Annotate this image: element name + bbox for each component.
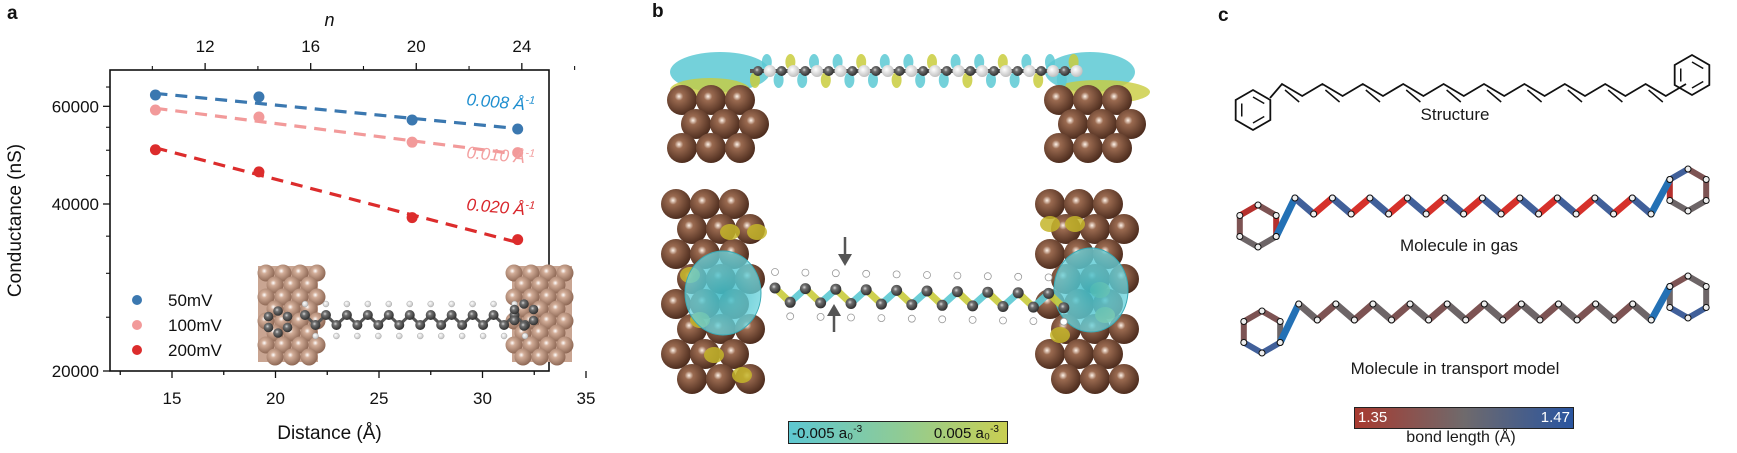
svg-text:30: 30 <box>473 389 492 408</box>
bond-length-diagrams <box>1234 53 1711 357</box>
legend-item: 50mV <box>168 291 213 310</box>
svg-text:25: 25 <box>370 389 389 408</box>
bond-length-colorbar: 1.35 1.47 <box>1354 407 1574 429</box>
plot-data-series: 0.008 Å-1 0.010 Å-1 0.020 Å-1 <box>149 89 536 246</box>
svg-text:0.010 Å-1: 0.010 Å-1 <box>466 142 536 168</box>
plot-legend: 50mV 100mV 200mV <box>132 291 223 360</box>
colorbar-min-label: -0.005 a₀-3 <box>792 424 863 442</box>
data-point <box>512 123 524 135</box>
svg-text:24: 24 <box>512 37 531 56</box>
colorbar-max-label: 0.005 a₀-3 <box>933 424 999 442</box>
data-point <box>253 166 265 178</box>
arrow-up-icon <box>827 304 841 316</box>
svg-text:15: 15 <box>163 389 182 408</box>
panel-label-a: a <box>7 3 18 24</box>
data-point <box>406 136 418 148</box>
caption-molecule-in-gas: Molecule in gas <box>1399 236 1519 255</box>
colorbar-min-label: 1.35 <box>1358 409 1388 426</box>
junction-inset-image <box>257 264 574 366</box>
svg-text:20: 20 <box>407 37 426 56</box>
data-point <box>512 147 524 159</box>
conductance-plot: 15 20 25 30 35 20000 40000 60000 12 16 20 24 0.008 … <box>5 10 595 444</box>
panel-label-c: c <box>1218 5 1229 26</box>
svg-text:20: 20 <box>266 389 285 408</box>
svg-text:0.008 Å-1: 0.008 Å-1 <box>466 89 536 115</box>
svg-text:Conductance (nS): Conductance (nS) <box>5 144 26 297</box>
density-colorbar: -0.005 a₀-3 0.005 a₀-3 <box>788 421 1008 444</box>
data-point <box>406 212 418 224</box>
svg-text:n: n <box>324 10 334 30</box>
plot-axes-frame: 15 20 25 30 35 20000 40000 60000 12 16 20 24 <box>52 37 596 408</box>
svg-text:Distance (Å): Distance (Å) <box>277 423 382 444</box>
data-point <box>512 234 524 246</box>
svg-text:35: 35 <box>577 389 596 408</box>
svg-text:20000: 20000 <box>52 362 99 381</box>
panel-label-b: b <box>652 1 664 22</box>
data-point <box>253 91 265 103</box>
data-point <box>253 111 265 123</box>
arrow-down-icon <box>838 254 852 266</box>
legend-item: 200mV <box>168 341 223 360</box>
colorbar-max-label: 1.47 <box>1540 409 1570 426</box>
data-point <box>149 144 161 156</box>
data-point <box>406 114 418 126</box>
caption-structure: Structure <box>1420 105 1490 124</box>
svg-text:40000: 40000 <box>52 195 99 214</box>
caption-molecule-in-transport-model: Molecule in transport model <box>1350 359 1560 378</box>
charge-density-renderings <box>661 52 1150 394</box>
data-point <box>149 104 161 116</box>
svg-text:0.020 Å-1: 0.020 Å-1 <box>466 194 536 220</box>
svg-text:60000: 60000 <box>52 97 99 116</box>
svg-text:16: 16 <box>301 37 320 56</box>
svg-text:12: 12 <box>196 37 215 56</box>
legend-item: 100mV <box>168 316 223 335</box>
colorbar-title: bond length (Å) <box>1406 429 1516 446</box>
data-point <box>149 89 161 101</box>
